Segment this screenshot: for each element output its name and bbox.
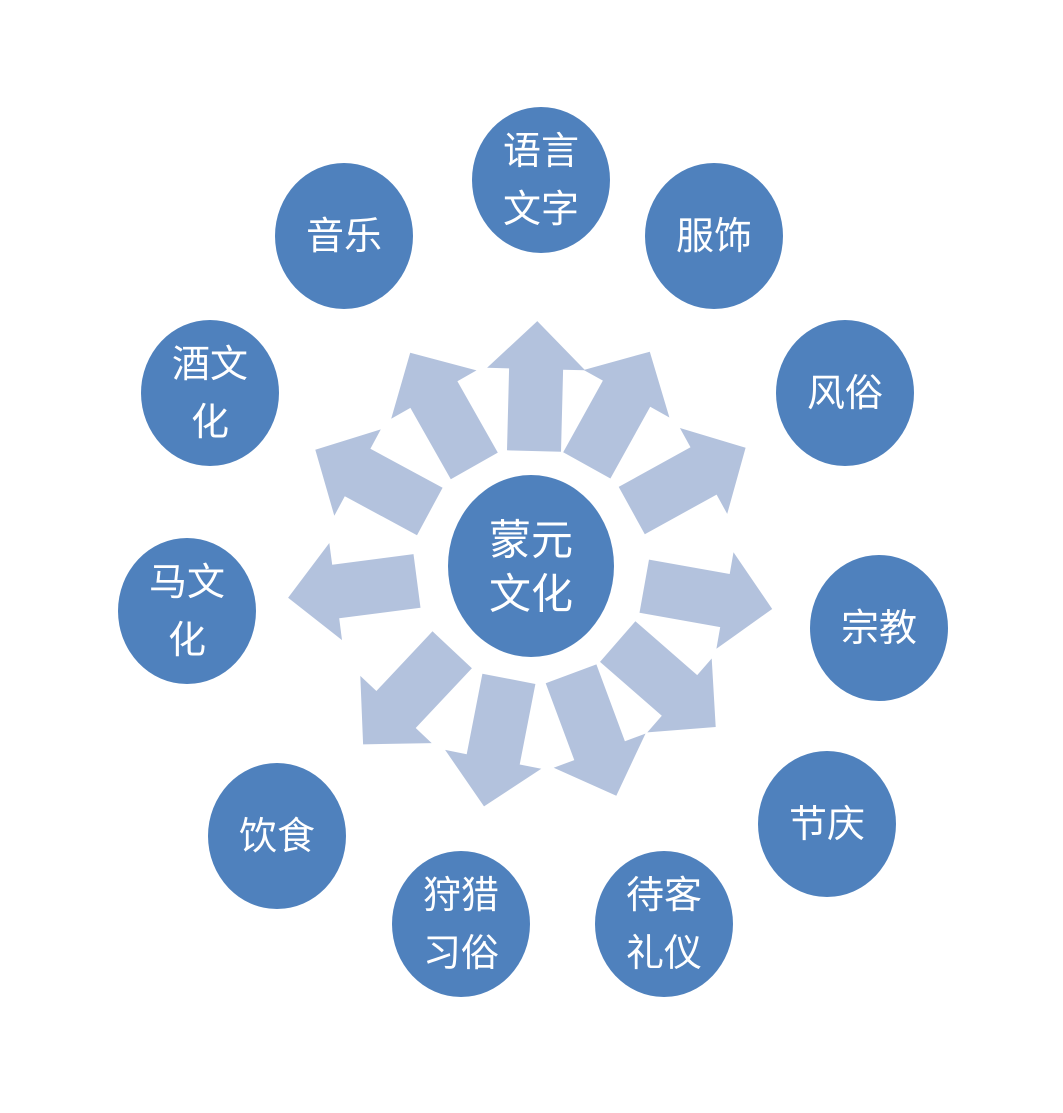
node-fengsu: 风俗	[776, 320, 914, 466]
arrow-to-yinshi	[360, 631, 472, 745]
node-circle	[776, 320, 914, 466]
node-yinyue: 音乐	[275, 163, 413, 309]
node-fushi: 服饰	[645, 163, 783, 309]
arrow-to-daike-liyi	[545, 664, 646, 796]
node-label-line-1: 酒文	[172, 342, 248, 386]
center-label-line-1: 蒙元	[489, 516, 573, 565]
arrow-to-ma-wenhua	[288, 543, 421, 641]
arrows-group	[288, 321, 773, 807]
node-label-line-2: 化	[191, 400, 229, 444]
node-circle	[392, 851, 530, 997]
node-label-line-1: 马文	[149, 560, 225, 604]
arrow-to-yinyue	[391, 352, 498, 480]
node-jieqing: 节庆	[758, 751, 896, 897]
node-label-line-2: 礼仪	[626, 931, 702, 975]
node-jiu-wenhua: 酒文化	[141, 320, 279, 466]
node-circle	[810, 555, 948, 701]
arrow-to-zongjiao	[639, 552, 773, 649]
center-circle	[448, 475, 614, 657]
node-yinshi: 饮食	[208, 763, 346, 909]
arrow-to-fushi	[563, 351, 670, 479]
node-label-line-1: 服饰	[676, 214, 752, 258]
node-circle	[595, 851, 733, 997]
arrow-to-jieqing	[600, 621, 716, 733]
arrow-to-yuyan-wenzi	[487, 321, 586, 452]
node-ma-wenhua: 马文化	[118, 538, 256, 684]
node-label-line-1: 节庆	[789, 802, 865, 846]
node-circle	[275, 163, 413, 309]
node-label-line-1: 饮食	[239, 814, 315, 858]
node-label-line-1: 音乐	[306, 214, 382, 258]
node-circle	[141, 320, 279, 466]
arrow-to-shoulie-xisu	[445, 673, 542, 807]
node-label-line-2: 习俗	[423, 931, 499, 975]
node-label-line-2: 化	[168, 618, 206, 662]
arrow-to-fengsu	[618, 428, 746, 535]
node-label-line-1: 风俗	[807, 371, 883, 415]
node-zongjiao: 宗教	[810, 555, 948, 701]
node-label-line-1: 宗教	[841, 606, 917, 650]
node-label-line-1: 待客	[626, 873, 702, 917]
node-label-line-2: 文字	[503, 187, 579, 231]
node-circle	[645, 163, 783, 309]
center-label-line-2: 文化	[489, 570, 573, 619]
node-circle	[208, 763, 346, 909]
center-node: 蒙元 文化	[448, 475, 614, 657]
node-label-line-1: 语言	[503, 129, 579, 173]
node-label-line-1: 狩猎	[423, 873, 499, 917]
arrow-to-jiu-wenhua	[315, 429, 443, 536]
node-circle	[118, 538, 256, 684]
node-circle	[472, 107, 610, 253]
node-circle	[758, 751, 896, 897]
